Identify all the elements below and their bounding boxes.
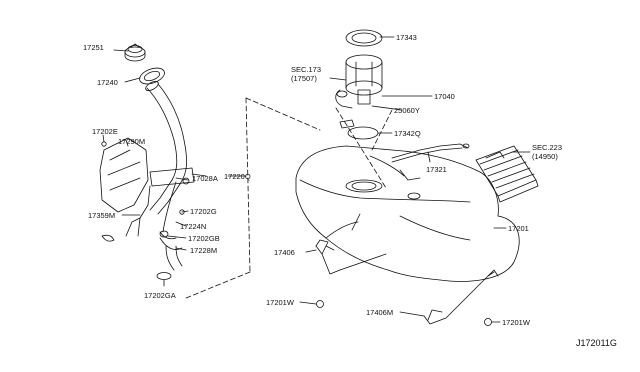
- label-sec223-sub: (14950): [532, 152, 558, 161]
- label-17040: 17040: [434, 92, 455, 101]
- label-17028A: 17028A: [192, 174, 218, 183]
- label-17359M: 17359M: [88, 211, 115, 220]
- label-17201W-right: 17201W: [502, 318, 531, 327]
- label-17202GA: 17202GA: [144, 291, 176, 300]
- fuel-pump-assembly: [335, 29, 383, 140]
- evap-canister: [475, 145, 539, 203]
- bolt-17201W-right: [484, 318, 492, 326]
- label-sec223: SEC.223: [532, 143, 562, 152]
- label-17202GB: 17202GB: [188, 234, 220, 243]
- label-17202G: 17202G: [190, 207, 217, 216]
- filler-cap: [124, 43, 146, 62]
- label-17228M: 17228M: [190, 246, 217, 255]
- leader-lines: [102, 36, 531, 323]
- label-17240: 17240: [97, 78, 118, 87]
- tank-strap-right: [423, 269, 499, 325]
- fuel-lines: [369, 143, 470, 177]
- filler-ring: [139, 67, 165, 85]
- bolt-17201W-left: [316, 300, 324, 308]
- label-17406: 17406: [274, 248, 295, 257]
- label-17343: 17343: [396, 33, 417, 42]
- label-17220Q: 17220Q: [224, 172, 251, 181]
- label-17321: 17321: [426, 165, 447, 174]
- label-17201W-left: 17201W: [266, 298, 295, 307]
- label-25060Y: 25060Y: [394, 106, 420, 115]
- label-17201: 17201: [508, 224, 529, 233]
- label-17224N: 17224N: [180, 222, 206, 231]
- label-17290M: 17290M: [118, 137, 145, 146]
- label-sec173-sub: (17507): [291, 74, 317, 83]
- hose-clamp: [156, 272, 172, 280]
- label-sec173: SEC.173: [291, 65, 321, 74]
- filler-tube: [145, 80, 188, 233]
- pump-reference-lines: [335, 107, 393, 189]
- group-bracket-17220Q: [185, 97, 321, 299]
- tank-strap-left: [315, 239, 387, 275]
- part-labels: 17251 17240 17202E 17290M 17028A 17220Q …: [83, 33, 617, 348]
- shield-plate: [99, 137, 149, 213]
- fuel-tank: [295, 145, 520, 282]
- label-17251: 17251: [83, 43, 104, 52]
- label-17342Q: 17342Q: [394, 129, 421, 138]
- diagram-reference-code: J172011G: [576, 338, 617, 348]
- label-17406M: 17406M: [366, 308, 393, 317]
- label-17202E: 17202E: [92, 127, 118, 136]
